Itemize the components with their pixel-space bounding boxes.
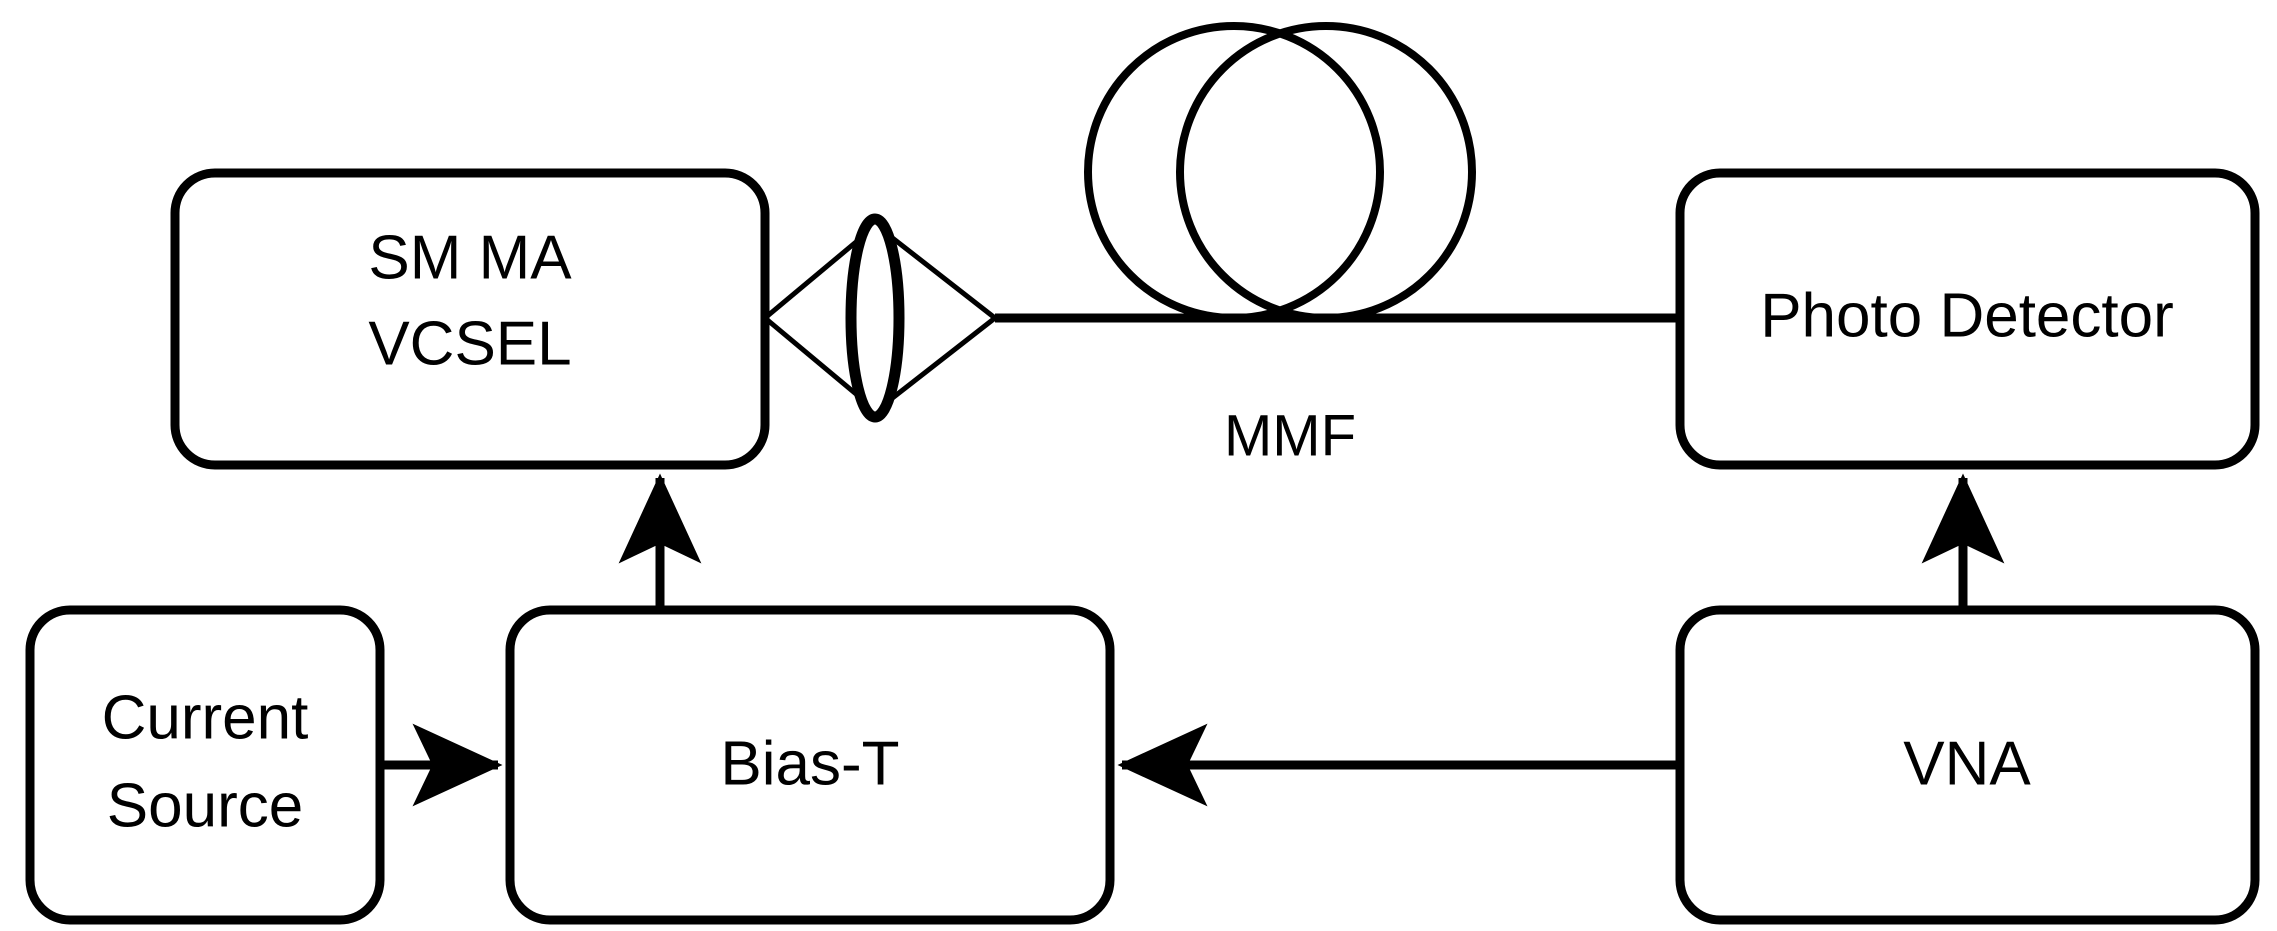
- vna-label: VNA: [1903, 729, 2031, 798]
- photo-detector-label: Photo Detector: [1760, 281, 2174, 350]
- bias-t-block[interactable]: Bias-T: [505, 605, 1115, 925]
- current-source-box[interactable]: [25, 605, 385, 925]
- photo-detector-block[interactable]: Photo Detector: [1675, 168, 2260, 470]
- current-source-label-line2: Source: [107, 771, 303, 840]
- collimating-lens-icon: [845, 213, 905, 423]
- vna-block[interactable]: VNA: [1675, 605, 2260, 925]
- mmf-label: MMF: [1224, 403, 1356, 468]
- bias-t-label: Bias-T: [720, 729, 899, 798]
- photo-detector-box[interactable]: [1675, 168, 2260, 470]
- sm-ma-vcsel-label-line1: SM MA: [368, 223, 572, 292]
- mmf-fiber-spool-icon: [1084, 22, 1476, 322]
- sm-ma-vcsel-block[interactable]: SM MA VCSEL: [170, 168, 770, 470]
- current-source-block[interactable]: Current Source: [25, 605, 385, 925]
- sm-ma-vcsel-box[interactable]: [170, 168, 770, 470]
- sm-ma-vcsel-label-line2: VCSEL: [368, 309, 571, 378]
- bias-t-box[interactable]: [505, 605, 1115, 925]
- vna-box[interactable]: [1675, 605, 2260, 925]
- current-source-label-line1: Current: [102, 683, 309, 752]
